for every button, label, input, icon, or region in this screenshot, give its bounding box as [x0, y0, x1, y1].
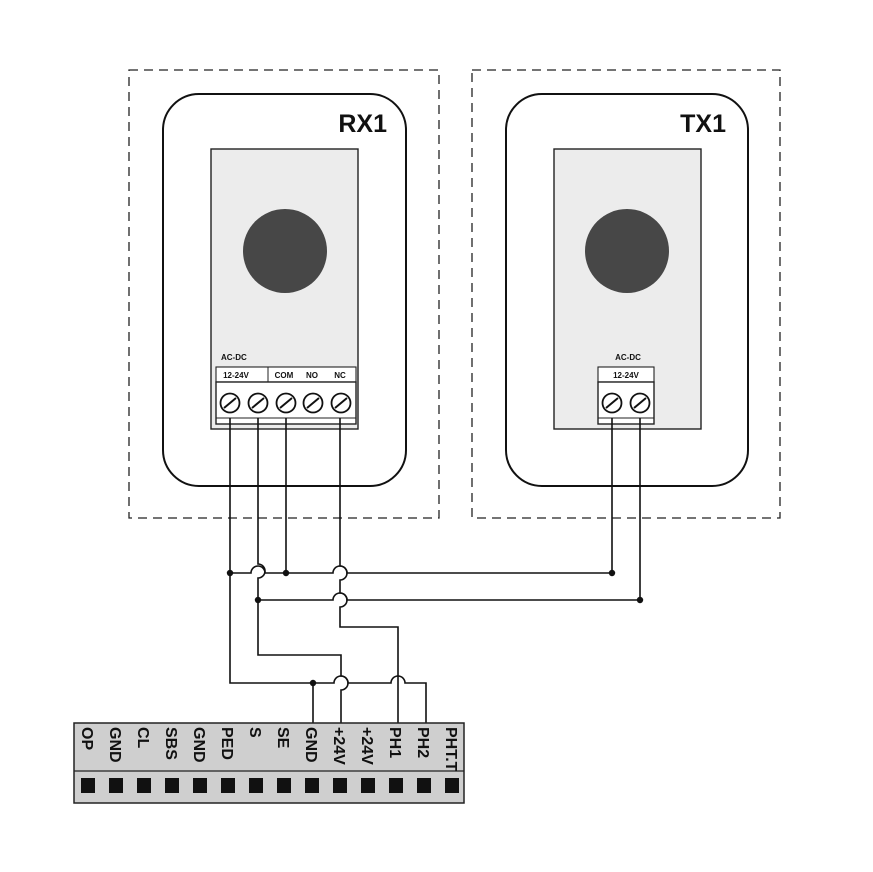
- terminal-strip-block: [333, 778, 347, 793]
- terminal-strip-label: GND: [302, 727, 319, 763]
- terminal-strip-block: [277, 778, 291, 793]
- wire-gnd-to-ph2: [313, 675, 427, 728]
- junction-dot: [309, 679, 317, 687]
- terminal-screw: [629, 392, 651, 414]
- terminal-strip-labels: OP GND CL SBS GND PED S SE GND +24V +24V PH1 PH2 PHT.…: [78, 727, 459, 772]
- terminal-strip-block: [445, 778, 459, 793]
- terminal-screw: [219, 392, 241, 414]
- rx-unit: RX1 AC-DC 12-24V COM NO NC: [128, 69, 440, 519]
- terminal-strip-block: [81, 778, 95, 793]
- tx-supply-label: AC-DC: [615, 353, 641, 362]
- terminal-strip-block: [221, 778, 235, 793]
- terminal-screw: [330, 392, 352, 414]
- terminal-strip-block: [249, 778, 263, 793]
- junction-dot: [636, 596, 644, 604]
- tx-title: TX1: [680, 110, 726, 138]
- rx-supply-label: AC-DC: [221, 353, 247, 362]
- junction-dot: [226, 569, 234, 577]
- tx-unit: TX1 AC-DC 12-24V: [471, 69, 781, 519]
- rx-terminal-label-no: NO: [306, 371, 318, 380]
- wire-rx-supply2-to-24v: [257, 418, 349, 728]
- terminal-strip-block: [137, 778, 151, 793]
- terminal-strip: OP GND CL SBS GND PED S SE GND +24V +24V PH1 PH2 PHT.…: [73, 722, 465, 804]
- terminal-screw: [302, 392, 324, 414]
- terminal-strip-blocks: [81, 778, 459, 793]
- rx-lens: [243, 209, 327, 293]
- terminal-strip-block: [193, 778, 207, 793]
- terminal-strip-label: S: [246, 727, 263, 738]
- terminal-strip-block: [305, 778, 319, 793]
- terminal-strip-label: PH2: [414, 727, 431, 758]
- terminal-strip-label: SBS: [162, 727, 179, 760]
- rx-terminal-screws: [219, 392, 352, 414]
- terminal-strip-label: SE: [274, 727, 291, 749]
- tx-lens: [585, 209, 669, 293]
- terminal-strip-block: [361, 778, 375, 793]
- rx-title: RX1: [338, 110, 387, 138]
- rx-terminal-label-12-24v: 12-24V: [223, 371, 249, 380]
- terminal-strip-label: +24V: [358, 727, 375, 765]
- terminal-strip-body: [73, 722, 465, 804]
- wire-rx-supply-to-gnd: [229, 418, 314, 728]
- tx-terminal-label-12-24v: 12-24V: [613, 371, 639, 380]
- tx-terminal-screws: [601, 392, 651, 414]
- junction-dot: [608, 569, 616, 577]
- terminal-strip-label: CL: [134, 727, 151, 749]
- junction-dot: [254, 596, 262, 604]
- tx-dashed-enclosure: [471, 69, 781, 519]
- terminal-screw: [601, 392, 623, 414]
- terminal-strip-label: +24V: [330, 727, 347, 765]
- terminal-strip-label: GND: [106, 727, 123, 763]
- terminal-strip-block: [165, 778, 179, 793]
- rx-dashed-enclosure: [128, 69, 440, 519]
- rx-terminal-label-com: COM: [275, 371, 294, 380]
- terminal-strip-label: PHT.T: [442, 727, 459, 772]
- rx-terminal-label-nc: NC: [334, 371, 346, 380]
- wire-bus-1: [230, 418, 613, 574]
- terminal-screw: [247, 392, 269, 414]
- terminal-strip-block: [389, 778, 403, 793]
- terminal-strip-label: PED: [218, 727, 235, 760]
- wiring: [226, 418, 644, 728]
- terminal-strip-label: PH1: [386, 727, 403, 758]
- terminal-strip-block: [417, 778, 431, 793]
- terminal-screw: [275, 392, 297, 414]
- terminal-strip-label: GND: [190, 727, 207, 763]
- terminal-strip-block: [109, 778, 123, 793]
- junction-dot: [282, 569, 290, 577]
- wire-bus-2: [258, 418, 641, 601]
- terminal-strip-label: OP: [78, 727, 95, 750]
